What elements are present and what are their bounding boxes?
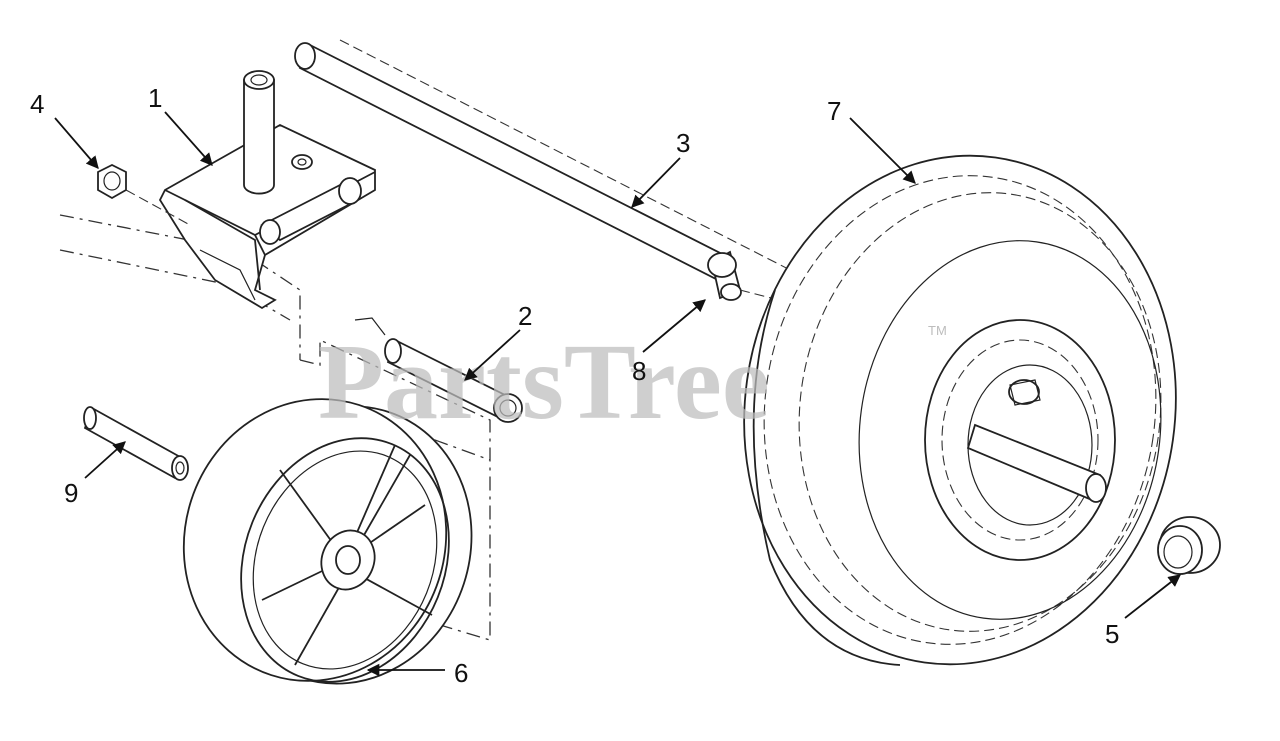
leader-9 xyxy=(84,441,126,479)
leader-8 xyxy=(642,299,706,353)
part-3-axle-rod xyxy=(294,39,801,282)
leader-4 xyxy=(54,117,99,169)
part-4-centerline xyxy=(125,189,191,226)
callout-2: 2 xyxy=(518,301,532,331)
callout-6: 6 xyxy=(454,658,468,688)
callout-8: 8 xyxy=(632,356,646,386)
part-4-spacer xyxy=(97,163,127,200)
callout-4: 4 xyxy=(30,89,44,119)
leader-3 xyxy=(631,157,681,208)
callout-9: 9 xyxy=(64,478,78,508)
watermark-text: PartsTree xyxy=(318,323,770,442)
part-6-front-wheel xyxy=(182,398,473,685)
leader-7 xyxy=(849,117,916,184)
callout-5: 5 xyxy=(1105,619,1119,649)
part-5-hub-cap xyxy=(1157,516,1221,575)
part-2-pin xyxy=(354,317,523,423)
leader-1 xyxy=(164,111,213,166)
part-9-axle xyxy=(83,406,189,481)
callout-3: 3 xyxy=(676,128,690,158)
leader-2 xyxy=(464,329,521,381)
leader-5 xyxy=(1124,574,1181,619)
callout-1: 1 xyxy=(148,83,162,113)
part-1-front-axle-bracket xyxy=(158,70,376,310)
part-7-rear-wheel xyxy=(743,154,1177,666)
callout-7: 7 xyxy=(827,96,841,126)
leader-lines xyxy=(54,111,1181,677)
watermark-trademark: TM xyxy=(928,323,947,338)
